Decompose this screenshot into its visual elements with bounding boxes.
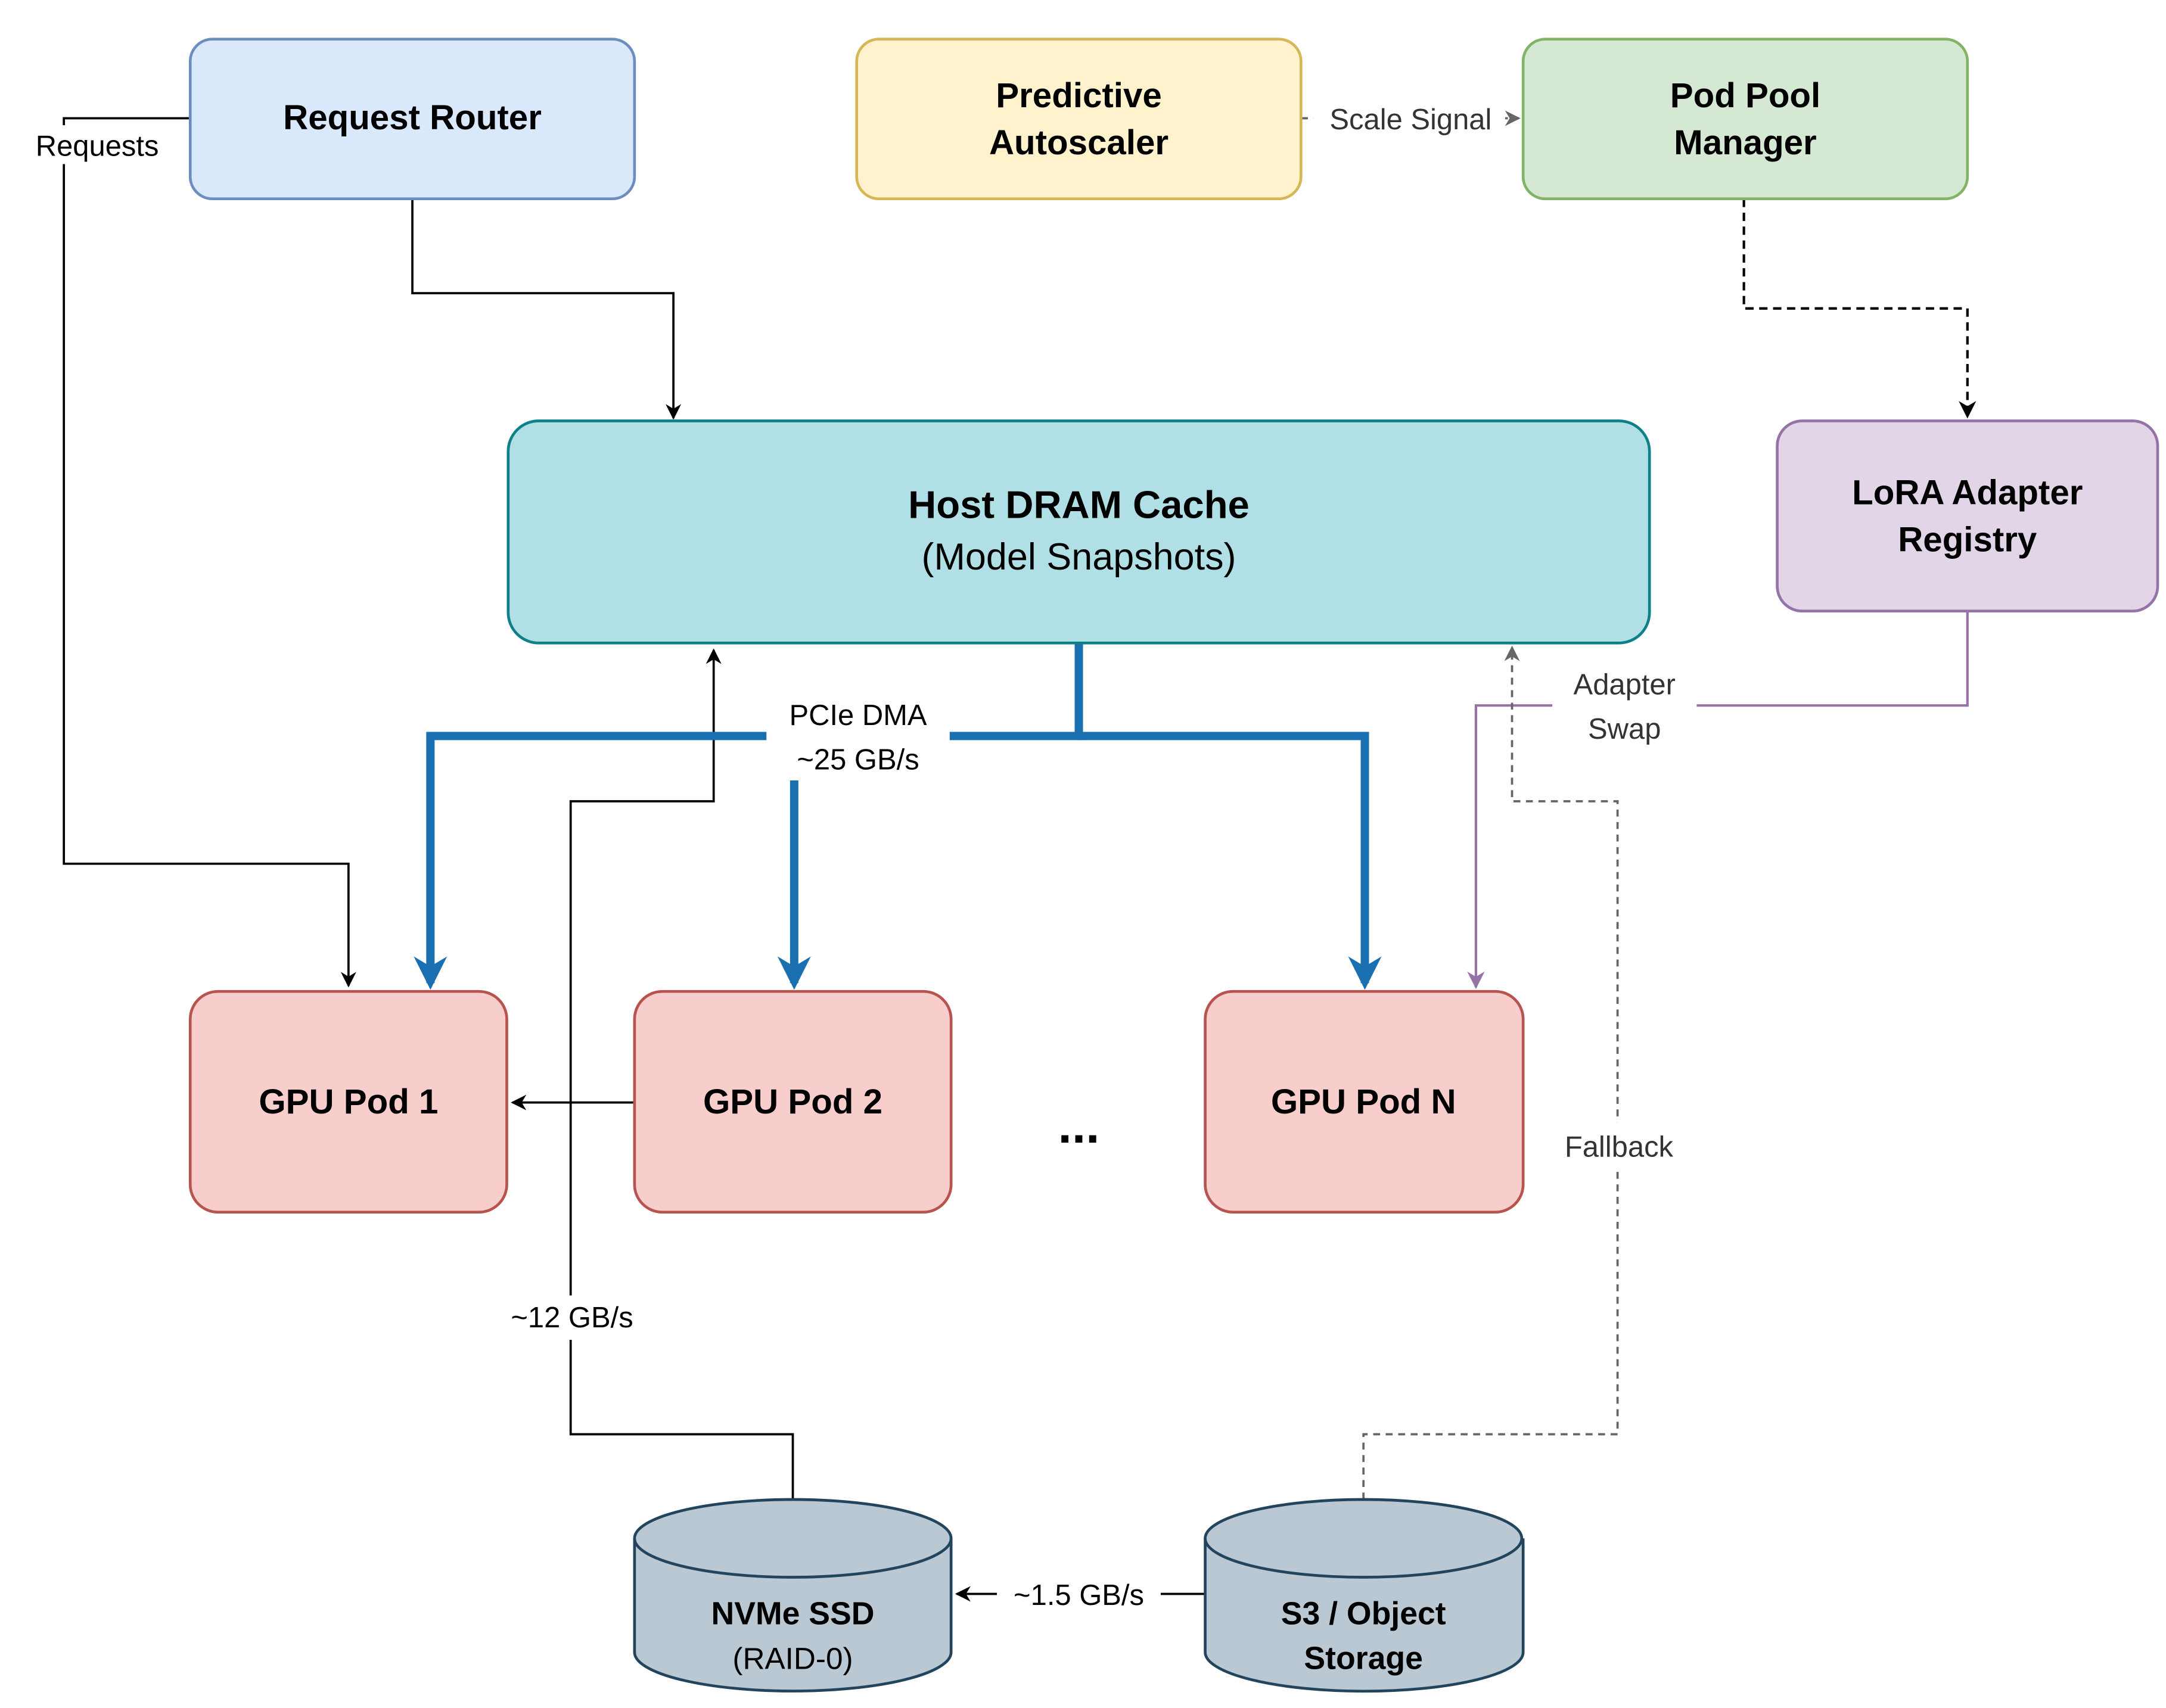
gpu-pod-ellipsis: ...	[1058, 1097, 1100, 1153]
edge-pcie-dma	[414, 643, 1382, 990]
nvme-ssd-label: NVMe SSD	[711, 1596, 875, 1632]
node-host-dram-cache[interactable]: Host DRAM Cache (Model Snapshots)	[506, 419, 1651, 645]
s3-storage-label-2: Storage	[1304, 1640, 1422, 1676]
edge-label-adapter-swap-1: Adapter	[1574, 669, 1676, 701]
edge-label-adapter-swap-2: Swap	[1588, 713, 1661, 745]
nvme-ssd-sublabel: (RAID-0)	[732, 1641, 853, 1675]
edge-label-pcie-dma-1: PCIe DMA	[789, 699, 927, 732]
node-gpu-pod-1[interactable]: GPU Pod 1	[188, 990, 508, 1214]
edge-label-scale-signal: Scale Signal	[1329, 104, 1491, 136]
edge-requests	[63, 117, 356, 988]
host-dram-cache-sublabel: (Model Snapshots)	[922, 536, 1236, 578]
node-request-router[interactable]: Request Router	[188, 38, 636, 201]
edge-pool-to-lora	[1742, 198, 1977, 419]
edge-label-nvme-bandwidth: ~12 GB/s	[511, 1302, 633, 1334]
edge-nvme-to-cache	[569, 648, 794, 1500]
edge-label-fallback: Fallback	[1565, 1131, 1674, 1163]
request-router-label: Request Router	[283, 98, 542, 137]
node-gpu-pod-2[interactable]: GPU Pod 2	[633, 990, 953, 1214]
pod-pool-manager-label-2: Manager	[1674, 123, 1817, 162]
edge-label-requests: Requests	[36, 130, 159, 162]
node-nvme-ssd[interactable]: NVMe SSD (RAID-0)	[633, 1498, 953, 1693]
edge-router-to-cache	[411, 198, 682, 420]
lora-registry-label-2: Registry	[1898, 521, 2037, 559]
node-s3-object-storage[interactable]: S3 / Object Storage	[1204, 1498, 1525, 1693]
edge-label-pcie-dma-2: ~25 GB/s	[797, 743, 919, 776]
edge-adapter-swap	[1467, 611, 1969, 990]
host-dram-cache-label: Host DRAM Cache	[908, 483, 1250, 527]
node-predictive-autoscaler[interactable]: Predictive Autoscaler	[855, 38, 1303, 201]
node-pod-pool-manager[interactable]: Pod Pool Manager	[1521, 38, 1969, 201]
lora-registry-label-1: LoRA Adapter	[1852, 473, 2083, 512]
edge-label-s3-bandwidth: ~1.5 GB/s	[1014, 1579, 1144, 1611]
gpu-pod-2-label: GPU Pod 2	[703, 1082, 882, 1121]
node-gpu-pod-n[interactable]: GPU Pod N	[1204, 990, 1525, 1214]
gpu-pod-1-label: GPU Pod 1	[259, 1082, 438, 1121]
edge-fallback	[1362, 645, 1619, 1500]
node-lora-adapter-registry[interactable]: LoRA Adapter Registry	[1776, 419, 2159, 613]
gpu-pod-n-label: GPU Pod N	[1271, 1082, 1456, 1121]
pod-pool-manager-label-1: Pod Pool	[1670, 76, 1820, 115]
predictive-autoscaler-label-2: Autoscaler	[989, 123, 1169, 162]
s3-storage-label-1: S3 / Object	[1281, 1596, 1446, 1632]
predictive-autoscaler-label-1: Predictive	[996, 76, 1161, 115]
